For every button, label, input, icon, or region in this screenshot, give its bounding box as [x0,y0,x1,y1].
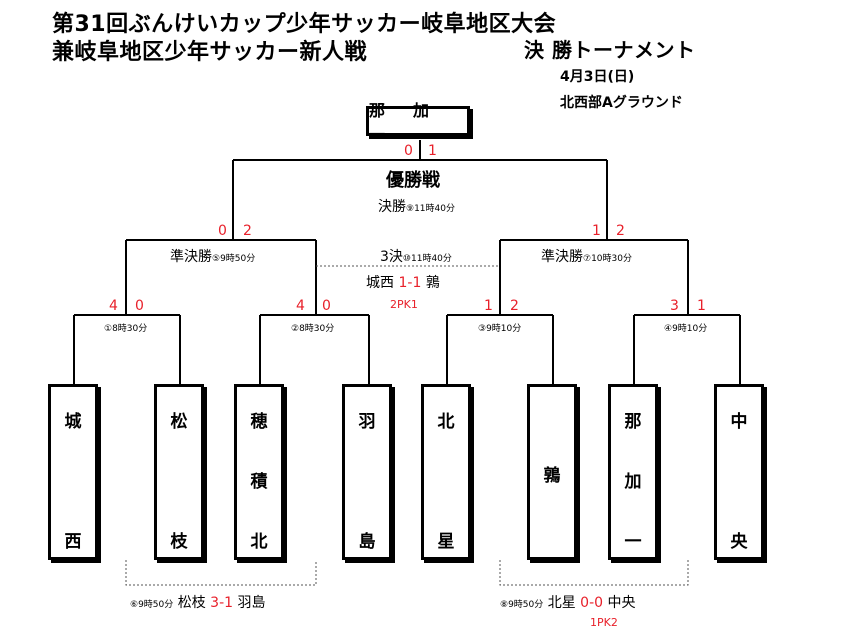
team-2-char: 松 [170,412,188,432]
consolation-2-team-left: 北星 [547,595,576,611]
semi1-info: ⑤9時50分 [212,254,256,264]
team-5-char: 星 [437,532,455,552]
team-box-8: 中 央 [714,384,764,560]
final-info: ⑨11時40分 [406,204,455,214]
semi1-name: 準決勝 [170,249,212,265]
consolation-2-dash: - [589,595,595,611]
semi1-label: 準決勝⑤9時50分 [170,246,255,266]
match-date: 4月3日(日) [560,69,635,85]
third-place-label: 3決⑩11時40分 [380,246,452,266]
semi2-name: 準決勝 [541,249,583,265]
team-6-char: 鶉 [543,466,561,486]
team-7-char: 一 [624,532,642,552]
team-1-char: 西 [64,532,82,552]
team-4-char: 羽 [358,412,376,432]
consolation-1-result: ⑥9時50分 松枝 3-1 羽島 [130,592,266,612]
semi2-info: ⑦10時30分 [583,254,632,264]
consolation-1-dash: - [219,595,225,611]
consolation-2-team-right: 中央 [607,595,636,611]
page-subtitle: 決 勝トーナメント [524,38,696,62]
r1m1-info: ①8時30分 [104,324,148,334]
team-8-char: 央 [730,532,748,552]
third-place-score-left: 1 [398,275,408,291]
third-place-result: 城西 1-1 鶉 [366,272,440,292]
third-place-dash: - [407,275,413,291]
team-8-char: 中 [730,412,748,432]
consolation-2-score-left: 0 [580,595,590,611]
r1m2-score-left: 4 [296,298,305,314]
semi1-score-left: 0 [218,223,227,239]
r1m3-info: ③9時10分 [478,324,522,334]
final-score-right: 1 [428,143,437,159]
consolation-2-result: ⑧9時50分 北星 0-0 中央 [500,592,636,612]
consolation-2-info: ⑧9時50分 [500,600,544,610]
team-box-4: 羽 島 [342,384,392,560]
r1m2-info: ②8時30分 [291,324,335,334]
semi1-score-right: 2 [243,223,252,239]
final-name: 決勝 [378,199,406,215]
r1m1-score-left: 4 [109,298,118,314]
third-place-info: ⑩11時40分 [402,254,452,264]
team-box-7: 那 加 一 [608,384,658,560]
third-place-team-left: 城西 [366,275,394,291]
third-place-name: 3決 [380,249,403,265]
team-box-5: 北 星 [421,384,471,560]
team-3-char: 穂 [250,412,268,432]
third-place-pk: 2PK1 [390,298,418,311]
third-place-score-right: 1 [412,275,422,291]
team-box-3: 穂 積 北 [234,384,284,560]
consolation-1-info: ⑥9時50分 [130,600,174,610]
consolation-1-team-left: 松枝 [177,595,206,611]
consolation-2-pk: 1PK2 [590,616,618,629]
venue: 北西部Aグラウンド [560,95,683,111]
page-title-line2: 兼岐阜地区少年サッカー新人戦 [52,40,368,65]
page-title-line1: 第31回ぶんけいカップ少年サッカー岐阜地区大会 [52,12,557,37]
r1m3-score-left: 1 [484,298,493,314]
third-place-team-right: 鶉 [425,275,440,291]
consolation-1-score-left: 3 [210,595,220,611]
consolation-1-score-right: 1 [224,595,234,611]
team-7-char: 加 [624,472,642,492]
semi2-score-right: 2 [616,223,625,239]
r1m3-score-right: 2 [510,298,519,314]
team-box-1: 城 西 [48,384,98,560]
semi2-score-left: 1 [592,223,601,239]
team-5-char: 北 [437,412,455,432]
team-3-char: 北 [250,532,268,552]
r1m2-score-right: 0 [322,298,331,314]
consolation-2-score-right: 0 [594,595,604,611]
team-3-char: 積 [250,472,268,492]
team-box-6: 鶉 [527,384,577,560]
team-2-char: 枝 [170,532,188,552]
r1m4-score-left: 3 [670,298,679,314]
final-score-left: 0 [404,143,413,159]
team-box-2: 松 枝 [154,384,204,560]
team-1-char: 城 [64,412,82,432]
r1m4-info: ④9時10分 [664,324,708,334]
r1m1-score-right: 0 [135,298,144,314]
semi2-label: 準決勝⑦10時30分 [541,246,632,266]
final-label: 優勝戦 [386,170,440,191]
team-7-char: 那 [624,412,642,432]
team-4-char: 島 [358,532,376,552]
final-match: 決勝⑨11時40分 [378,196,455,216]
r1m4-score-right: 1 [697,298,706,314]
consolation-1-team-right: 羽島 [237,595,266,611]
